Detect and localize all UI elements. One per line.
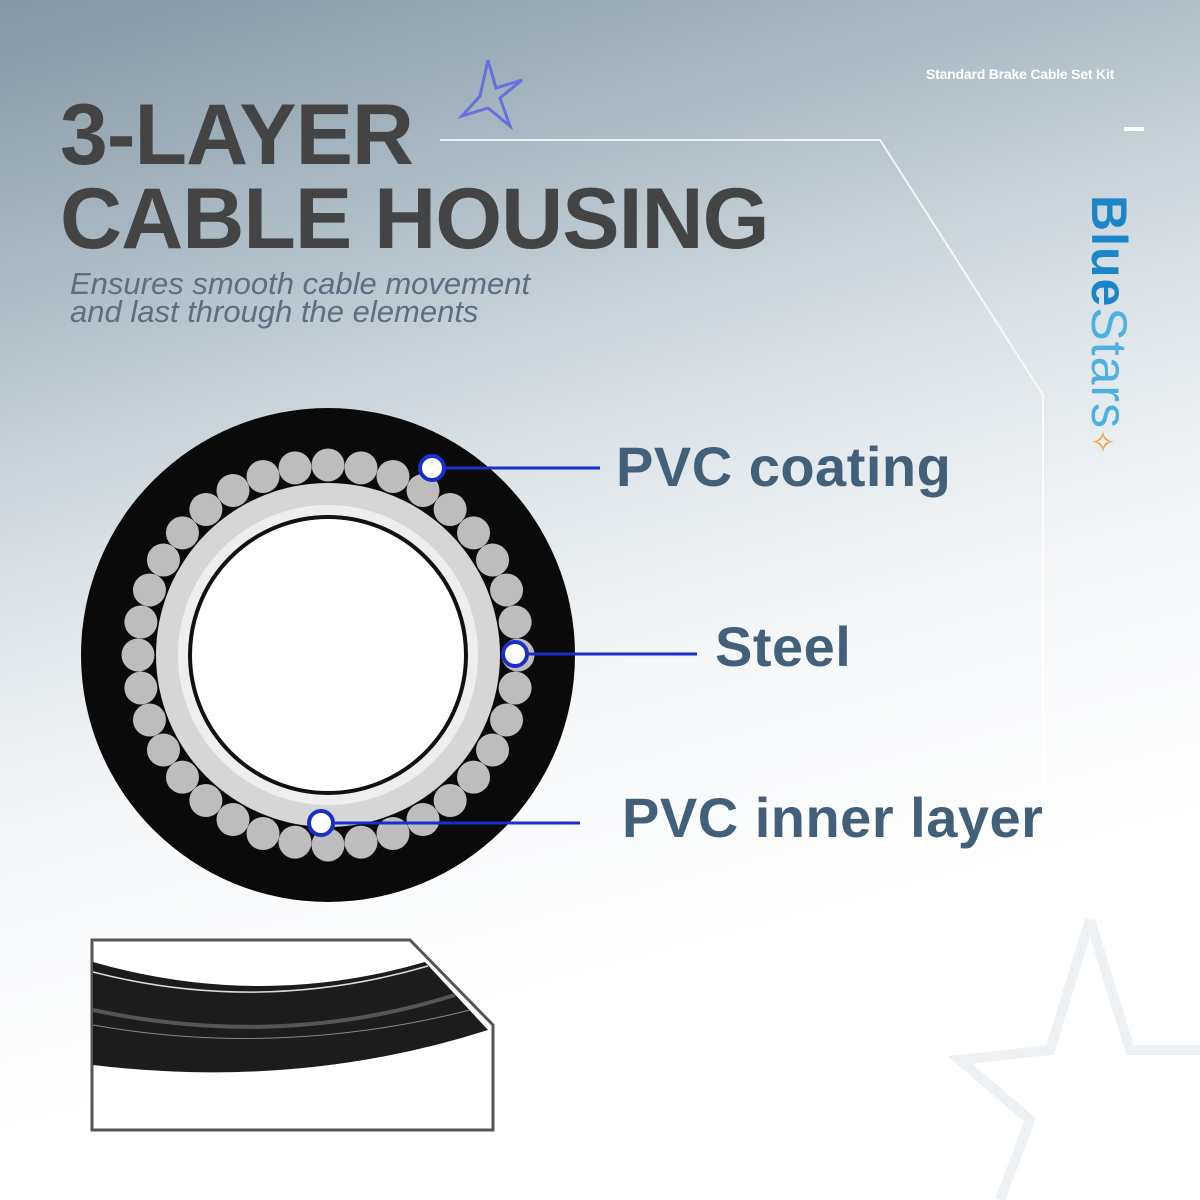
watermark-star [948, 918, 1200, 1200]
callout-lines [307, 454, 697, 837]
cable-cross-section [81, 408, 575, 902]
steel-strand [121, 638, 155, 672]
steel-strand [476, 733, 510, 767]
steel-strand [490, 573, 524, 607]
steel-strand [165, 760, 199, 794]
kit-label: Standard Brake Cable Set Kit [926, 66, 1115, 82]
steel-strand [124, 671, 158, 705]
subtitle-line2: and last through the elements [70, 294, 479, 329]
steel-strand [433, 784, 467, 818]
steel-strand [406, 803, 440, 837]
cable-side-view [90, 938, 495, 1132]
subtitle: Ensures smooth cable movement and last t… [70, 266, 531, 329]
steel-strand [457, 760, 491, 794]
star-icon [457, 59, 523, 131]
logo-part2: Stars [1081, 307, 1137, 430]
label-steel: Steel [715, 615, 852, 678]
divider [1124, 127, 1144, 131]
steel-strand [216, 473, 250, 507]
steel-strand [189, 784, 223, 818]
steel-strand [376, 459, 410, 493]
steel-strand [246, 459, 280, 493]
steel-strand [490, 703, 524, 737]
steel-strand [376, 817, 410, 851]
steel-strand [132, 703, 166, 737]
title-line2: CABLE HOUSING [60, 171, 769, 267]
steel-strand [246, 817, 280, 851]
steel-strand [165, 516, 199, 550]
steel-strand [278, 825, 312, 859]
steel-strand [216, 803, 250, 837]
steel-strand [476, 543, 510, 577]
label-pvc-coating: PVC coating [616, 435, 952, 498]
steel-strand [189, 492, 223, 526]
decor-frame-line [440, 139, 1044, 800]
steel-strand [457, 516, 491, 550]
steel-strand [146, 733, 180, 767]
steel-strand [132, 573, 166, 607]
callout-dot-pvc-coating [418, 454, 446, 482]
steel-strand [498, 605, 532, 639]
logo-part1: Blue [1081, 195, 1137, 308]
callout-dot-inner [307, 809, 335, 837]
logo-star-icon: ✧ [1085, 429, 1118, 456]
steel-strand [311, 448, 345, 482]
steel-strand [406, 473, 440, 507]
steel-strand [146, 543, 180, 577]
steel-strand [344, 451, 378, 485]
steel-strand [433, 492, 467, 526]
steel-strand [498, 671, 532, 705]
subtitle-line1: Ensures smooth cable movement [70, 266, 531, 301]
steel-strand [124, 605, 158, 639]
label-pvc-inner-layer: PVC inner layer [622, 786, 1044, 849]
brand-logo: BlueStars✧ [1081, 195, 1148, 495]
callout-dot-steel [501, 640, 529, 668]
steel-strand [278, 451, 312, 485]
steel-strand [344, 825, 378, 859]
title-line1: 3-LAYER [60, 87, 414, 183]
